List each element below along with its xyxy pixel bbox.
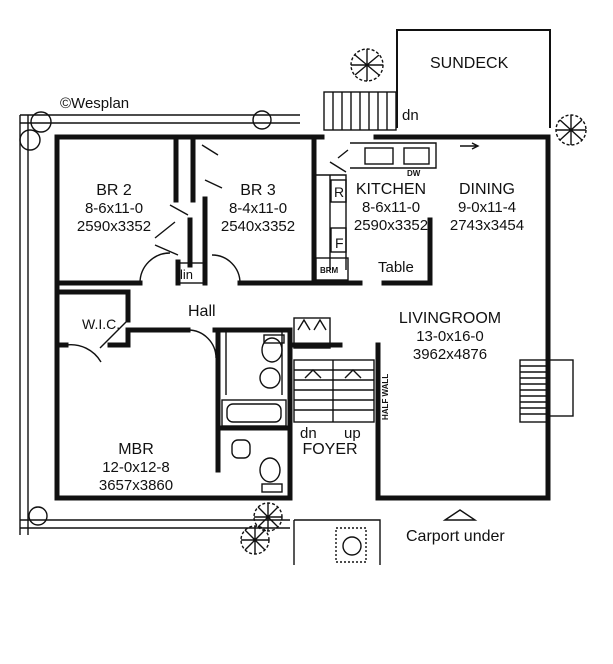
br3-size-imperial: 8-4x11-0	[229, 200, 287, 217]
mbr-size-imperial: 12-0x12-8	[102, 459, 170, 476]
wic-name: W.I.C.	[82, 316, 120, 332]
exterior-walls	[54, 134, 551, 501]
tree-icon	[240, 525, 270, 555]
sundeck-label: SUNDECK	[430, 55, 509, 72]
kitchen-size-imperial: 8-6x11-0	[362, 199, 420, 216]
copyright-label: ©Wesplan	[60, 95, 129, 112]
planter-border	[19, 114, 300, 535]
brm-label: BRM	[320, 266, 339, 275]
dishwasher-label: DW	[407, 169, 421, 178]
table-label: Table	[378, 259, 414, 276]
shrub-icon	[19, 110, 362, 556]
sundeck: SUNDECK dn	[323, 29, 551, 131]
triangle-icon	[442, 509, 478, 521]
linen-label: lin	[180, 267, 193, 282]
br2-size-imperial: 8-6x11-0	[85, 200, 143, 217]
livingroom-size-imperial: 13-0x16-0	[416, 328, 484, 345]
tree-icon	[555, 114, 587, 146]
stairs-dn-label: dn	[300, 425, 317, 442]
stairs-up-label: up	[344, 425, 361, 442]
fireplace	[519, 359, 574, 423]
dining-size-metric: 2743x3454	[450, 217, 524, 234]
br2-name: BR 2	[96, 182, 132, 199]
linen-closet: lin	[177, 262, 205, 284]
deck-stairs-dn-label: dn	[402, 107, 419, 124]
br2-size-metric: 2590x3352	[77, 218, 151, 235]
deck-stairs	[323, 91, 397, 131]
entry-walkway	[293, 519, 381, 565]
half-wall-label: HALF WALL	[381, 374, 390, 420]
kitchen-name: KITCHEN	[356, 181, 426, 198]
kitchen-counters	[315, 142, 437, 281]
kitchen-size-metric: 2590x3352	[354, 217, 428, 234]
br3-name: BR 3	[240, 182, 276, 199]
fridge-label: R	[334, 184, 344, 200]
mbr-size-metric: 3657x3860	[99, 477, 173, 494]
livingroom-name: LIVINGROOM	[399, 310, 501, 327]
tree-icon	[253, 502, 283, 532]
mbr-name: MBR	[118, 441, 154, 458]
interior-walls	[54, 136, 433, 501]
livingroom-size-metric: 3962x4876	[413, 346, 487, 363]
freezer-label: F	[335, 235, 344, 251]
foyer-closet	[293, 317, 331, 349]
stairs	[293, 359, 375, 423]
arrow-icon	[460, 142, 480, 150]
dining-name: DINING	[459, 181, 515, 198]
carport-label: Carport under	[406, 528, 505, 545]
br3-size-metric: 2540x3352	[221, 218, 295, 235]
hall-name: Hall	[188, 303, 216, 320]
doors	[65, 144, 349, 363]
foyer-name: FOYER	[302, 441, 357, 458]
dining-size-imperial: 9-0x11-4	[458, 199, 516, 216]
tree-icon	[350, 48, 384, 82]
bathroom-fixtures	[221, 330, 287, 493]
